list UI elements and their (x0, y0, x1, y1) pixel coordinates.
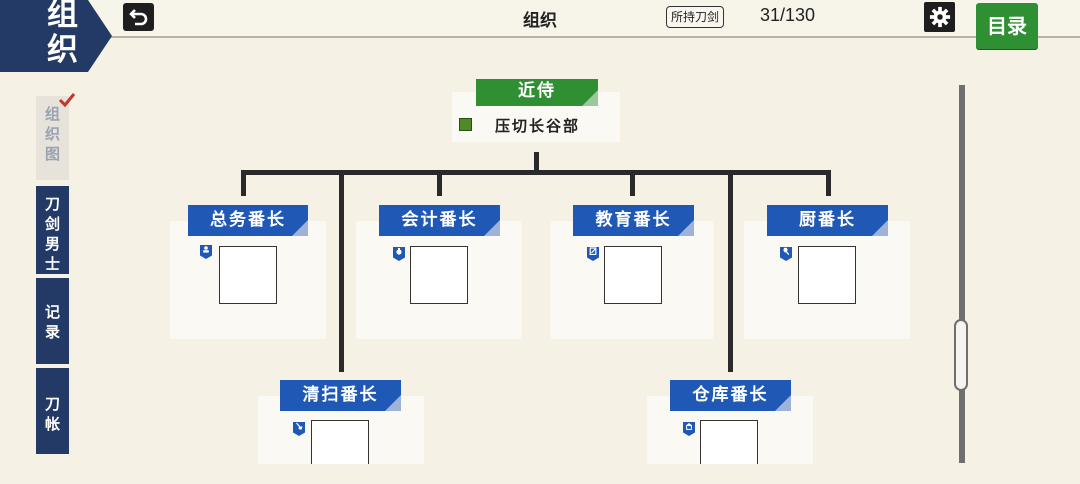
banner-fold (678, 220, 694, 236)
member-rank-icon (459, 118, 472, 131)
back-arrow-icon (128, 9, 147, 26)
broom-icon (293, 422, 305, 436)
index-button[interactable]: 目录 (976, 3, 1038, 49)
member-slot-education[interactable] (604, 246, 662, 304)
position-title-general-affairs-text: 总务番长 (210, 210, 286, 230)
connector-line (241, 170, 246, 196)
member-slot-accounting[interactable] (410, 246, 468, 304)
member-slot-kitchen[interactable] (798, 246, 856, 304)
check-icon (58, 93, 76, 108)
member-slot-general-affairs[interactable] (219, 246, 277, 304)
section-badge-title: 组织 (47, 0, 79, 68)
person-icon (200, 245, 212, 259)
connector-line (241, 170, 831, 175)
storehouse-icon (683, 422, 695, 436)
spoon-icon (780, 247, 792, 261)
connector-line (534, 152, 539, 174)
tab-sword-book-label: 刀帐 (44, 395, 60, 433)
position-title-general-affairs: 总务番长 (188, 205, 308, 236)
connector-line (826, 170, 831, 196)
position-title-kitchen-text: 厨番长 (799, 210, 856, 230)
tab-sword-book[interactable]: 刀帐 (36, 368, 69, 454)
connector-line (339, 170, 344, 372)
owned-swords-count: 31/130 (760, 5, 816, 25)
banner-fold (484, 220, 500, 236)
position-title-storehouse: 仓库番长 (670, 380, 791, 411)
banner-fold (292, 220, 308, 236)
position-title-education-text: 教育番长 (595, 210, 672, 230)
member-slot-cleaning[interactable] (311, 420, 369, 464)
settings-button[interactable] (924, 2, 955, 32)
tab-org-chart-label: 组织图 (44, 105, 60, 163)
section-badge: 组织 (0, 0, 112, 72)
banner-fold (385, 395, 401, 411)
tab-sword-men-label: 刀剑男士 (44, 195, 60, 273)
tab-org-chart[interactable]: 组织图 (36, 96, 69, 180)
connector-line (630, 170, 635, 196)
banner-fold (775, 395, 791, 411)
position-title-cleaning-text: 清扫番长 (302, 385, 379, 405)
position-title-accounting: 会计番长 (379, 205, 500, 236)
position-title-cleaning: 清扫番长 (280, 380, 401, 411)
banner-fold (872, 220, 888, 236)
gear-icon (929, 6, 950, 28)
back-button[interactable] (123, 3, 154, 31)
position-title-attendant: 近侍 (476, 79, 598, 106)
attendant-member-name: 压切长谷部 (495, 117, 581, 135)
coin-bag-icon (393, 247, 405, 261)
position-title-kitchen: 厨番长 (767, 205, 888, 236)
connector-line (728, 170, 733, 372)
notebook-icon (587, 247, 599, 261)
page-title: 组织 (523, 11, 557, 31)
top-bar (0, 0, 1080, 38)
tab-records[interactable]: 记录 (36, 278, 69, 364)
position-title-storehouse-text: 仓库番长 (692, 385, 769, 405)
scrollbar-track[interactable] (959, 85, 965, 463)
scrollbar-thumb[interactable] (954, 319, 968, 391)
connector-line (437, 170, 442, 196)
tab-records-label: 记录 (44, 303, 60, 341)
tab-sword-men[interactable]: 刀剑男士 (36, 186, 69, 274)
position-title-education: 教育番长 (573, 205, 694, 236)
position-title-accounting-text: 会计番长 (401, 210, 478, 230)
owned-swords-label: 所持刀剑 (666, 6, 725, 28)
position-title-attendant-text: 近侍 (518, 81, 556, 101)
banner-fold (582, 90, 598, 106)
member-slot-storehouse[interactable] (700, 420, 758, 464)
